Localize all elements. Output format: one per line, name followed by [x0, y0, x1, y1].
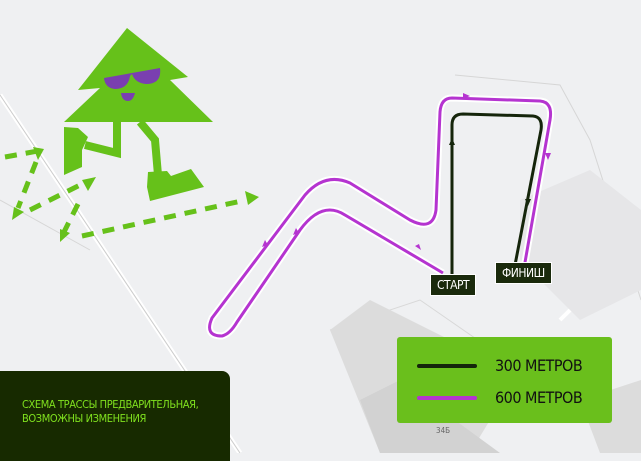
building-number: 34Б — [436, 426, 451, 435]
arrowheads — [12, 147, 259, 242]
mascot-tree — [64, 28, 213, 201]
legend-swatch — [417, 363, 477, 368]
caption-box: Схема трассы предварительная, возможны и… — [0, 371, 230, 461]
start-label: СТАРТ — [430, 274, 477, 296]
legend-item-300m: 300 МЕТРОВ — [417, 356, 583, 375]
direction-arrows — [262, 93, 551, 250]
route-300m — [450, 112, 543, 275]
legend: 300 МЕТРОВ 600 МЕТРОВ — [397, 337, 612, 423]
route-600m — [208, 96, 552, 338]
route-600m — [206, 94, 554, 340]
legend-swatch — [417, 395, 477, 400]
legend-label: 300 МЕТРОВ — [495, 356, 583, 375]
legend-item-600m: 600 МЕТРОВ — [417, 388, 583, 407]
finish-label: ФИНИШ — [495, 262, 552, 284]
legend-label: 600 МЕТРОВ — [495, 388, 583, 407]
dashed-arrows — [4, 148, 247, 239]
caption-text: Схема трассы предварительная, возможны и… — [22, 398, 199, 425]
